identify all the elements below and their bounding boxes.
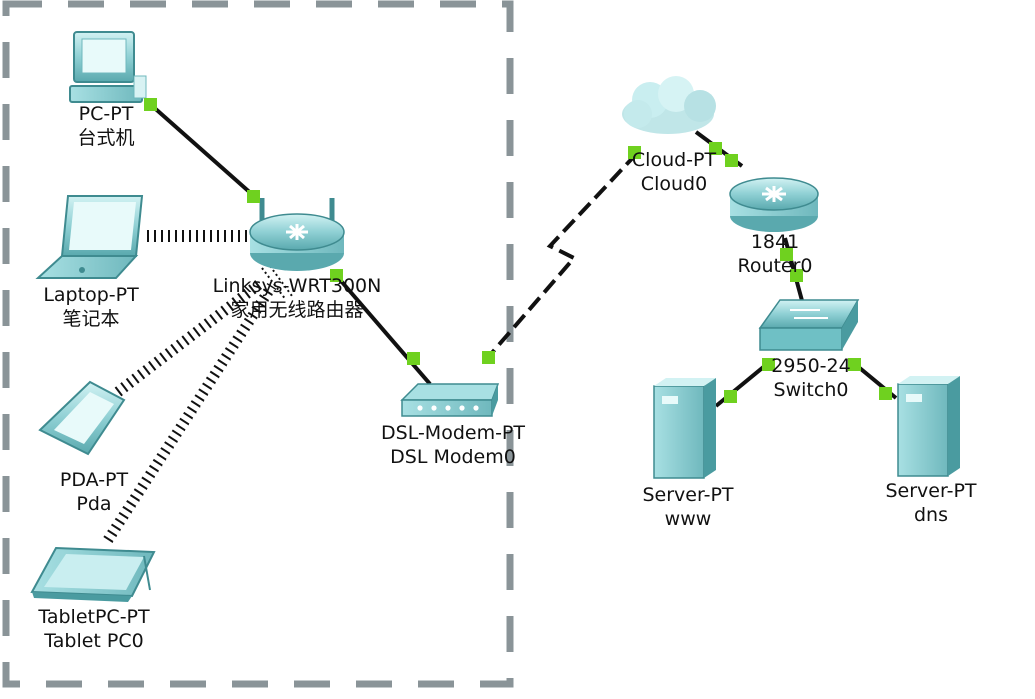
node-name-label: Switch0 — [773, 379, 849, 401]
node-model-label: Server-PT — [642, 484, 734, 506]
node-name-label: 家用无线路由器 — [230, 299, 364, 321]
node-label-switch: 2950-24 Switch0 — [771, 354, 850, 402]
cloud-icon[interactable] — [622, 76, 716, 134]
node-name-label: 台式机 — [77, 127, 135, 149]
node-label-wrt: Linksys-WRT300N 家用无线路由器 — [213, 274, 382, 322]
port-light — [780, 248, 793, 261]
home-network-boundary — [2, 0, 514, 688]
node-name-label: Pda — [76, 493, 112, 515]
node-name-label: www — [664, 508, 712, 530]
node-label-cloud: Cloud-PT Cloud0 — [632, 148, 716, 196]
link-tablet-wrt[interactable] — [103, 283, 280, 544]
node-model-label: DSL-Modem-PT — [381, 422, 525, 444]
port-light — [407, 352, 420, 365]
tablet-icon[interactable] — [30, 546, 156, 602]
switch-icon[interactable] — [758, 299, 860, 351]
server-icon[interactable] — [897, 376, 960, 477]
node-name-label: DSL Modem0 — [390, 446, 516, 468]
node-label-pda: PDA-PT Pda — [60, 468, 128, 516]
port-light — [790, 269, 803, 282]
dsl-modem-icon[interactable] — [400, 383, 500, 417]
desktop-pc-icon[interactable] — [69, 31, 147, 103]
port-light — [879, 387, 892, 400]
node-model-label: PDA-PT — [59, 469, 129, 491]
port-status-lights — [144, 98, 892, 403]
node-label-pc: PC-PT 台式机 — [77, 102, 134, 150]
port-light — [330, 269, 343, 282]
port-light — [482, 351, 495, 364]
link-modem-cloud[interactable] — [482, 148, 642, 364]
node-label-modem: DSL-Modem-PT DSL Modem0 — [381, 421, 525, 469]
node-label-tablet: TabletPC-PT Tablet PC0 — [38, 605, 149, 653]
laptop-icon[interactable] — [35, 195, 144, 279]
node-name-label: dns — [913, 504, 949, 526]
node-label-dns: Server-PT dns — [885, 479, 976, 527]
port-light — [144, 98, 157, 111]
node-name-label: Tablet PC0 — [44, 630, 144, 652]
port-light — [725, 154, 738, 167]
node-model-label: TabletPC-PT — [38, 606, 150, 628]
router-icon[interactable] — [729, 177, 819, 232]
port-light — [762, 358, 775, 371]
port-light — [247, 190, 260, 203]
node-model-label: Laptop-PT — [43, 284, 139, 306]
node-name-label: 笔记本 — [62, 308, 120, 330]
node-name-label: Cloud0 — [640, 173, 708, 195]
link-pc-wrt[interactable] — [148, 102, 256, 198]
pda-icon[interactable] — [38, 380, 126, 456]
node-model-label: Linksys-WRT300N — [212, 275, 382, 297]
node-model-label: 2950-24 — [771, 355, 851, 377]
node-label-router: 1841 Router0 — [737, 230, 812, 278]
link-wrt-modem[interactable] — [333, 272, 432, 386]
node-label-laptop: Laptop-PT 笔记本 — [43, 283, 138, 331]
node-model-label: Server-PT — [885, 480, 977, 502]
port-light — [709, 142, 722, 155]
node-name-label: Router0 — [737, 255, 813, 277]
node-model-label: PC-PT — [78, 103, 134, 125]
port-light — [724, 390, 737, 403]
port-light — [628, 146, 641, 159]
node-model-label: Cloud-PT — [631, 149, 717, 171]
wireless-fan — [261, 265, 293, 301]
wireless-router-icon[interactable] — [249, 198, 345, 271]
node-model-label: 1841 — [750, 231, 800, 253]
node-label-www: Server-PT www — [642, 483, 733, 531]
server-icon[interactable] — [653, 378, 716, 479]
port-light — [848, 358, 861, 371]
